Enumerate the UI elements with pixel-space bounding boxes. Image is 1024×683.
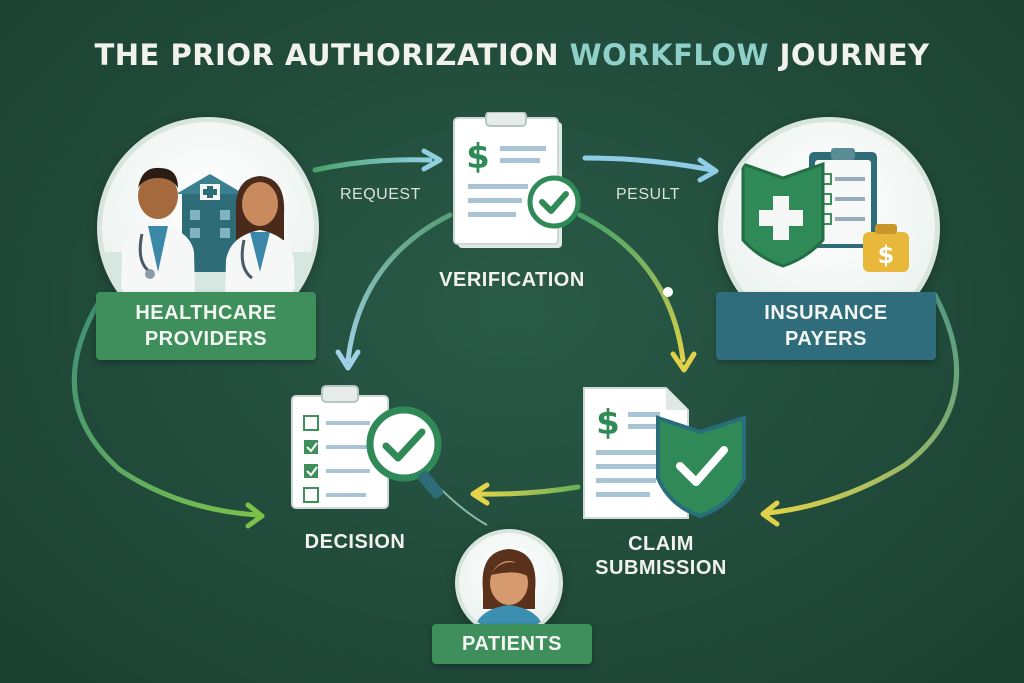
- verification-to-claim-arrow: [577, 212, 686, 363]
- title-highlight: WORKFLOW: [569, 38, 769, 72]
- verification-to-decision-arrow: [345, 212, 453, 363]
- title-part-1: THE PRIOR AUTHORIZATION: [94, 38, 570, 72]
- page-title: THE PRIOR AUTHORIZATION WORKFLOW JOURNEY: [0, 38, 1024, 72]
- claim-label: CLAIM SUBMISSION: [586, 532, 736, 580]
- hospital-icon: [176, 174, 244, 272]
- check-badge-icon: [527, 175, 581, 229]
- patients-label-text: PATIENTS: [462, 633, 562, 655]
- patients-circle: [455, 529, 563, 637]
- claim-label-line-1: CLAIM: [628, 533, 694, 555]
- patient-illustration: [473, 549, 545, 633]
- providers-label: HEALTHCARE PROVIDERS: [96, 292, 316, 360]
- decision-clipboard-icon: [291, 385, 444, 509]
- verification-to-claim-node: [663, 287, 673, 297]
- payers-to-claim-arrowhead: [760, 500, 780, 527]
- verification-document-icon: $: [453, 112, 581, 248]
- decision-label: DECISION: [304, 531, 406, 553]
- request-arrow: [312, 157, 433, 173]
- patients-label: PATIENTS: [432, 624, 592, 664]
- shield-plus-icon: [741, 161, 825, 268]
- shield-check-icon: [656, 415, 746, 519]
- result-arrow: [582, 155, 715, 173]
- providers-label-line-2: PROVIDERS: [144, 328, 268, 350]
- svg-text:$: $: [878, 241, 895, 269]
- providers-label-line-1: HEALTHCARE: [135, 302, 277, 324]
- insurance-illustration: $: [741, 148, 909, 272]
- payers-label: INSURANCE PAYERS: [716, 292, 936, 360]
- claim-label-line-2: SUBMISSION: [595, 557, 727, 579]
- verification-label: VERIFICATION: [439, 269, 585, 291]
- payers-label-line-1: INSURANCE: [764, 302, 888, 324]
- verification-to-decision-arrowhead: [335, 349, 361, 371]
- clipboard-icon: [809, 148, 877, 248]
- request-arrowhead: [421, 148, 443, 172]
- verification-to-claim-arrowhead: [670, 351, 697, 373]
- magnifier-check-icon: [366, 406, 444, 499]
- svg-text:$: $: [596, 403, 620, 443]
- claim-document-icon: $: [583, 387, 746, 519]
- money-bag-icon: $: [863, 224, 909, 272]
- providers-to-decision-arrowhead: [245, 502, 265, 529]
- claim-to-decision-arrowhead: [470, 482, 490, 506]
- title-part-3: JOURNEY: [769, 38, 930, 72]
- payers-to-claim-arrow: [765, 292, 960, 516]
- svg-text:$: $: [466, 137, 490, 177]
- payers-label-line-2: PAYERS: [785, 328, 867, 350]
- claim-to-decision-arrow: [475, 484, 581, 497]
- result-arrowhead: [697, 157, 719, 183]
- result-label: PESULT: [616, 186, 681, 203]
- providers-to-decision-arrow: [71, 297, 261, 518]
- request-label: REQUEST: [340, 186, 421, 203]
